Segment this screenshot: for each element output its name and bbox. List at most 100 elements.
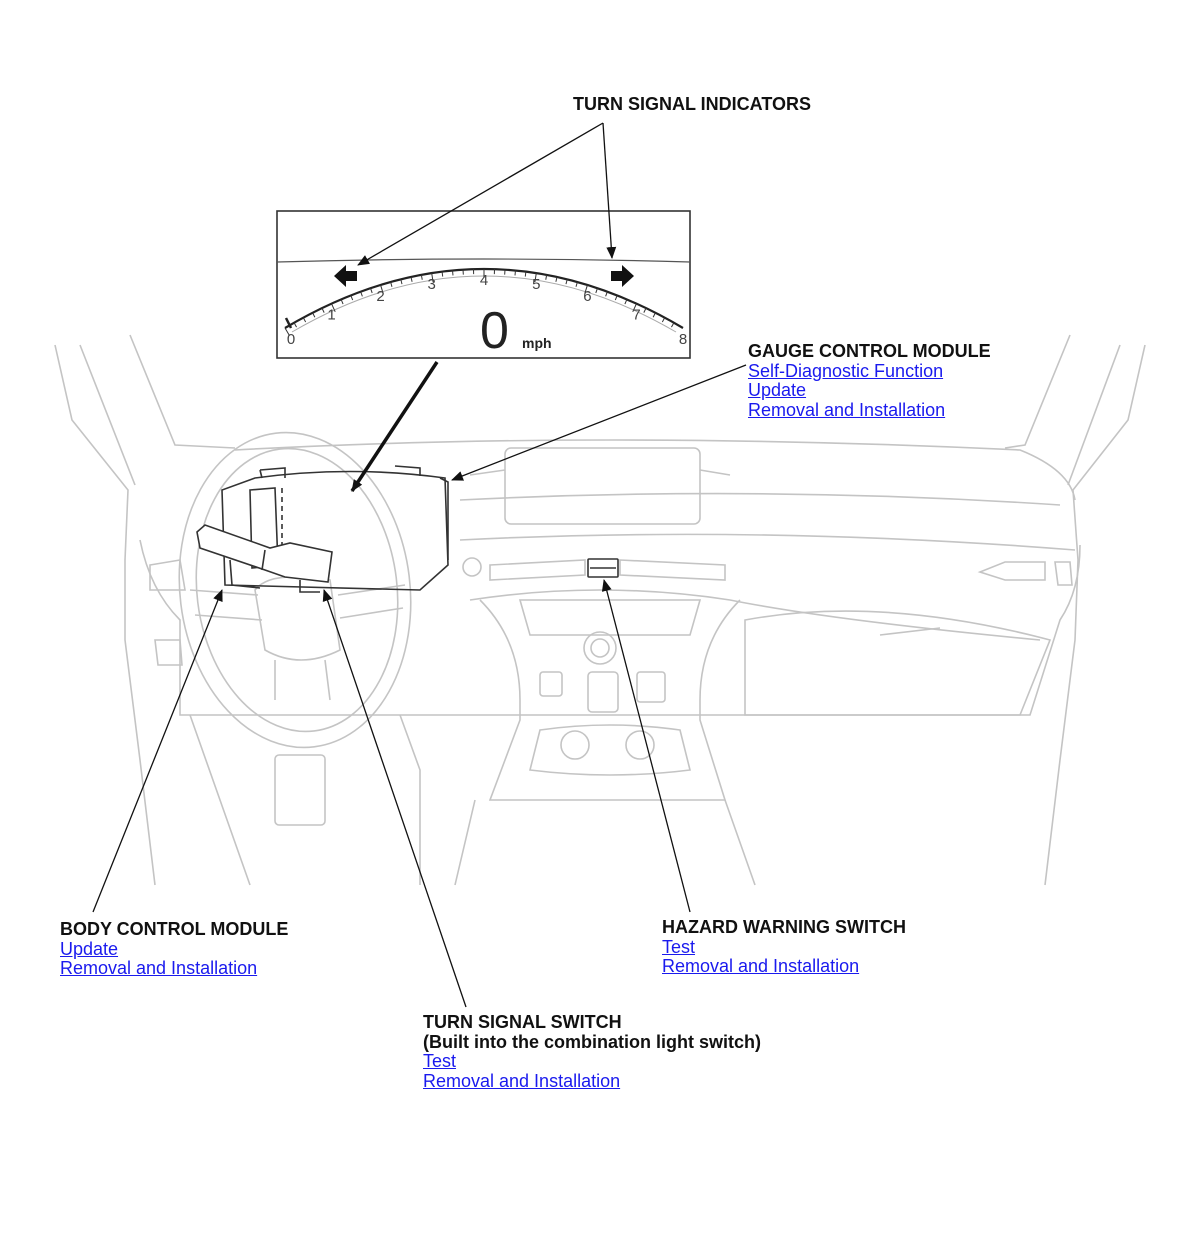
leader-turn-signal-switch: [322, 589, 467, 1008]
speedometer-tick: [652, 312, 656, 318]
speedometer-tick: [441, 271, 444, 277]
left-turn-indicator-icon: [334, 265, 357, 287]
dash-lower-edge: [139, 539, 1081, 716]
leader-hazard-switch: [601, 579, 691, 913]
body-control-module-title: BODY CONTROL MODULE: [60, 919, 289, 939]
steering-wheel-outer: [178, 431, 412, 749]
right-a-pillar: [1044, 344, 1146, 886]
speedometer-tick: [545, 274, 548, 280]
climate-knob-inner: [590, 638, 610, 658]
left-vent: [149, 559, 186, 591]
stalk-housing: [229, 559, 320, 593]
right-side-vent: [1054, 561, 1073, 586]
vent-knob: [462, 557, 482, 577]
steering-spoke-right: [337, 584, 406, 619]
speedometer-tick: [284, 327, 291, 337]
callout-hazard-warning-switch: HAZARD WARNING SWITCH Test Removal and I…: [662, 917, 906, 977]
seat-button-right: [636, 671, 666, 703]
speedometer-tick: [605, 291, 608, 297]
hazard-switch-drawing: [587, 558, 619, 578]
hazard-warning-switch-title: HAZARD WARNING SWITCH: [662, 917, 906, 937]
speedometer-scale-label: 5: [532, 276, 540, 293]
footwell: [189, 714, 421, 886]
speedometer-tick: [312, 312, 316, 318]
right-turn-indicator-icon: [611, 265, 634, 287]
speedometer-ticks: [284, 268, 675, 337]
glovebox: [744, 610, 1052, 716]
leader-lines: [92, 122, 747, 1008]
leader-left-turn-indicator: [357, 122, 604, 266]
speedometer-tick: [624, 299, 628, 305]
hazard-removal-installation-link[interactable]: Removal and Installation: [662, 956, 860, 976]
speedometer-tick: [293, 322, 297, 328]
console-cup-holder: [529, 724, 691, 776]
gauge-self-diagnostic-link[interactable]: Self-Diagnostic Function: [748, 360, 944, 381]
climate-knob: [583, 631, 617, 665]
speedometer-scale-label: 4: [480, 272, 488, 289]
center-vent-right: [619, 559, 726, 581]
gauge-inset-top-line: [276, 258, 691, 263]
steering-hub: [254, 575, 341, 661]
glovebox-handle: [879, 627, 941, 636]
gauge-update-link[interactable]: Update: [748, 380, 807, 400]
leader-right-turn-indicator: [602, 122, 617, 259]
left-pillar-edge: [129, 334, 236, 449]
right-a-pillar-inner: [1067, 344, 1121, 486]
speedometer-tick: [410, 276, 413, 282]
speedometer-tick: [565, 279, 568, 285]
dash-top-inner: [459, 492, 1061, 506]
speedometer-tick: [671, 322, 675, 328]
speedometer-tick: [595, 288, 598, 294]
dead-pedal: [274, 754, 326, 826]
cluster-tab-left: [259, 467, 286, 479]
speedometer-tick: [302, 317, 307, 323]
climate-panel: [518, 599, 702, 636]
turn-signal-indicators-title: TURN SIGNAL INDICATORS: [573, 94, 812, 114]
dashboard-drawing: [54, 334, 1146, 886]
turn-signal-switch-title: TURN SIGNAL SWITCH: [423, 1012, 622, 1032]
callout-gauge-control-module: GAUGE CONTROL MODULE Self-Diagnostic Fun…: [748, 341, 991, 420]
speedometer-tick: [614, 295, 618, 301]
speedometer-scale-label: 7: [632, 307, 640, 324]
right-pillar-edge: [1004, 334, 1071, 449]
hazard-test-link[interactable]: Test: [662, 936, 696, 957]
gauge-control-module-drawing: [196, 465, 449, 593]
center-stack: [479, 599, 741, 801]
callout-body-control-module: BODY CONTROL MODULE Update Removal and I…: [60, 919, 289, 979]
right-vent: [977, 561, 1046, 581]
dash-top: [234, 439, 1076, 501]
speedometer-scale-label: 8: [679, 331, 687, 348]
cup-holder-right: [625, 730, 655, 760]
speedometer-scale-label: 2: [376, 288, 384, 305]
bcm-removal-installation-link[interactable]: Removal and Installation: [60, 958, 258, 978]
center-vent-left: [489, 559, 586, 581]
turn-switch-test-link[interactable]: Test: [423, 1051, 457, 1071]
speedometer-scale-label: 3: [428, 276, 436, 293]
gauge-control-module-title: GAUGE CONTROL MODULE: [748, 341, 991, 361]
turn-signal-switch-subtitle: (Built into the combination light switch…: [423, 1031, 761, 1052]
speedometer-tick: [555, 276, 558, 282]
callout-turn-signal-indicators: TURN SIGNAL INDICATORS: [573, 94, 812, 115]
speedometer-tick: [534, 273, 537, 283]
turn-switch-removal-installation-link[interactable]: Removal and Installation: [423, 1070, 621, 1091]
speedometer-tick: [643, 307, 647, 313]
bcm-update-link[interactable]: Update: [60, 938, 119, 959]
speedometer-tick: [321, 307, 325, 313]
speedometer-tick: [350, 295, 354, 301]
speedometer-tick: [360, 291, 363, 297]
left-a-pillar: [54, 344, 156, 886]
left-knee-panel: [154, 639, 183, 666]
speed-readout: 0: [480, 302, 509, 360]
cup-holder-left: [560, 730, 590, 760]
seat-button-left: [539, 671, 563, 697]
leader-gauge-module: [451, 364, 747, 481]
leader-body-control-module: [92, 589, 223, 913]
cluster-side: [439, 477, 449, 560]
callout-turn-signal-switch: TURN SIGNAL SWITCH (Built into the combi…: [423, 1012, 761, 1091]
gauge-removal-installation-link[interactable]: Removal and Installation: [748, 399, 946, 420]
steering-spoke-left: [189, 589, 263, 621]
speed-unit: mph: [522, 335, 552, 351]
speedometer-tick: [340, 299, 344, 305]
